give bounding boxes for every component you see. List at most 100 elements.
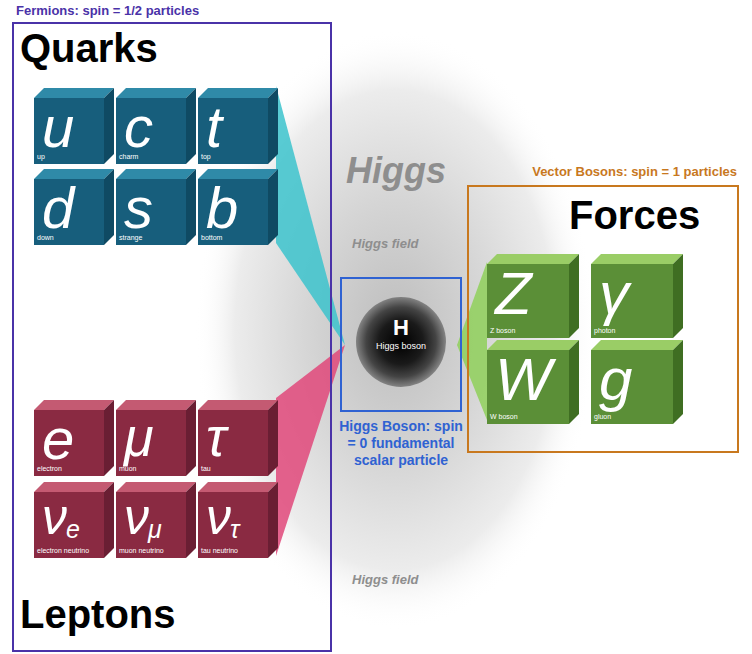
tile-top-face — [591, 254, 683, 264]
tile-side-face — [104, 88, 114, 164]
tile-side-face — [186, 482, 196, 558]
particle-tile: g gluon — [591, 350, 673, 424]
particle-tile: eelectron — [34, 410, 104, 476]
particle-tile: sstrange — [116, 179, 186, 245]
fermion-group-box: Fermions: spin = 1/2 particlesQuarksLept… — [12, 22, 332, 652]
particle-symbol: c — [124, 98, 153, 156]
particle-name: strange — [119, 234, 142, 242]
particle-symbol: e — [42, 410, 74, 468]
particle-name: gluon — [594, 413, 611, 421]
family-heading: Leptons — [20, 592, 176, 636]
symbol-subscript: e — [66, 517, 80, 542]
watermark-text: Higgs field — [352, 236, 418, 251]
tile-side-face — [104, 400, 114, 476]
particle-name: photon — [594, 327, 615, 335]
particle-name: up — [37, 153, 45, 161]
particle-tile: ttop — [198, 98, 268, 164]
particle-tile: W W boson — [487, 350, 569, 424]
particle-symbol: ν — [124, 492, 149, 542]
particle-symbol: Z — [495, 264, 532, 324]
particle-tile: γ photon — [591, 264, 673, 338]
particle-name: top — [201, 153, 211, 161]
particle-name: down — [37, 234, 54, 242]
symbol-subscript: μ — [148, 517, 162, 542]
tile-top-face — [198, 169, 278, 179]
particle-tile: Z Z boson — [487, 264, 569, 338]
tile-side-face — [673, 340, 683, 424]
particle-name: charm — [119, 153, 138, 161]
symbol-subscript: τ — [230, 517, 239, 542]
particle-symbol: τ — [206, 410, 226, 464]
particle-symbol: t — [206, 98, 222, 156]
particle-tile: ddown — [34, 179, 104, 245]
tile-top-face — [34, 400, 114, 410]
tile-side-face — [268, 169, 278, 245]
tile-top-face — [487, 340, 579, 350]
higgs-box: HHiggs bosonHiggs Boson: spin = 0 fundam… — [340, 277, 462, 412]
particle-symbol: μ — [124, 410, 154, 464]
tile-side-face — [268, 88, 278, 164]
tile-side-face — [186, 400, 196, 476]
watermark-text: Higgs — [346, 150, 446, 192]
tile-side-face — [268, 482, 278, 558]
tile-side-face — [268, 400, 278, 476]
particle-name: muon — [119, 465, 137, 473]
tile-top-face — [116, 482, 196, 492]
particle-name: muon neutrino — [119, 547, 164, 555]
particle-tile: μmuon — [116, 410, 186, 476]
tile-side-face — [104, 169, 114, 245]
quark-wedge — [276, 86, 345, 345]
tile-top-face — [116, 400, 196, 410]
particle-symbol: b — [206, 179, 238, 237]
tile-top-face — [487, 254, 579, 264]
tile-top-face — [198, 482, 278, 492]
group-heading: Fermions: spin = 1/2 particles — [16, 3, 199, 18]
tile-top-face — [34, 482, 114, 492]
particle-tile: νμ muon neutrino — [116, 492, 186, 558]
particle-symbol: d — [42, 179, 74, 237]
tile-top-face — [591, 340, 683, 350]
particle-name: electron neutrino — [37, 547, 89, 555]
tile-top-face — [116, 169, 196, 179]
tile-side-face — [186, 169, 196, 245]
tile-top-face — [198, 88, 278, 98]
particle-name: bottom — [201, 234, 222, 242]
particle-name: electron — [37, 465, 62, 473]
tile-side-face — [673, 254, 683, 338]
higgs-field-cloud — [195, 30, 595, 630]
tile-side-face — [104, 482, 114, 558]
family-heading: Forces — [569, 193, 700, 237]
particle-symbol: s — [124, 179, 153, 237]
particle-tile: uup — [34, 98, 104, 164]
particle-tile: νe electron neutrino — [34, 492, 104, 558]
family-heading: Quarks — [20, 26, 158, 70]
tile-top-face — [116, 88, 196, 98]
particle-tile: ντtau neutrino — [198, 492, 268, 558]
particle-name: W boson — [490, 413, 518, 421]
particle-tile: ccharm — [116, 98, 186, 164]
particle-tile: bbottom — [198, 179, 268, 245]
lepton-wedge — [276, 345, 345, 556]
particle-symbol: H — [342, 317, 460, 339]
higgs-caption: Higgs Boson: spin = 0 fundamental scalar… — [336, 418, 466, 468]
tile-side-face — [569, 340, 579, 424]
tile-side-face — [186, 88, 196, 164]
particle-tile: τtau — [198, 410, 268, 476]
group-heading: Vector Bosons: spin = 1 particles — [532, 164, 737, 179]
particle-symbol: γ — [599, 264, 629, 324]
particle-symbol: u — [42, 98, 74, 156]
particle-name: tau — [201, 465, 211, 473]
particle-symbol: g — [599, 350, 632, 410]
particle-symbol: ν — [42, 492, 67, 542]
particle-symbol: ν — [206, 492, 231, 542]
watermark-text: Higgs field — [352, 572, 418, 587]
particle-symbol: W — [495, 350, 552, 410]
particle-name: Z boson — [490, 327, 515, 335]
tile-top-face — [34, 88, 114, 98]
tile-top-face — [198, 400, 278, 410]
boson-group-box: Vector Bosons: spin = 1 particlesForcesZ… — [467, 185, 739, 453]
particle-name: Higgs boson — [342, 342, 460, 352]
tile-top-face — [34, 169, 114, 179]
tile-side-face — [569, 254, 579, 338]
